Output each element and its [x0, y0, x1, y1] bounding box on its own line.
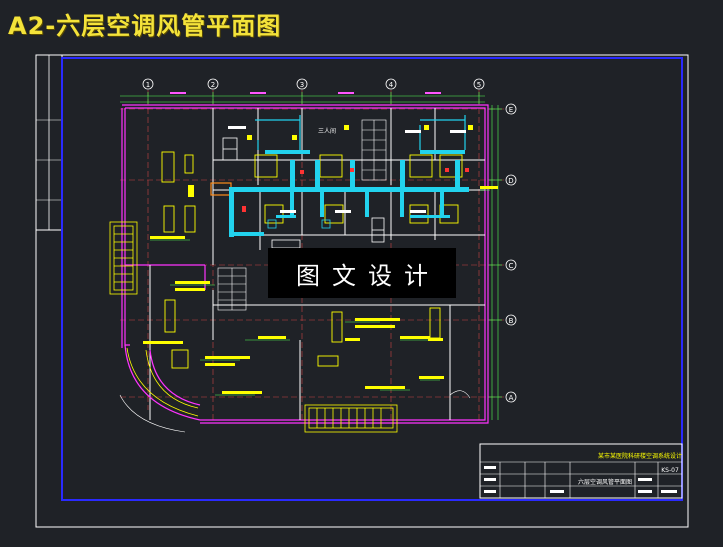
axis-label-A: A	[509, 394, 514, 402]
page-title: A2-六层空调风管平面图	[8, 12, 282, 40]
room-label-triple: 三人间	[318, 127, 336, 135]
exhaust-grilles	[267, 219, 331, 229]
watermark-banner: 图文设计	[268, 248, 456, 298]
axis-label-4: 4	[389, 81, 394, 89]
door-swing	[449, 390, 471, 399]
duct-dampers	[242, 168, 469, 212]
axis-label-B: B	[509, 317, 514, 325]
air-duct-branches	[255, 115, 466, 150]
sheet-outer-frame	[35, 54, 689, 528]
axis-label-1: 1	[146, 81, 150, 89]
axis-bubble-2: 2	[207, 78, 219, 90]
room-labels-small	[228, 126, 466, 213]
axis-bubble-4: 4	[385, 78, 397, 90]
axis-bubble-A: A	[505, 391, 517, 403]
curved-entrance	[124, 344, 201, 421]
axis-label-C: C	[509, 262, 514, 270]
title-block-drawing-name: 六层空调风管平面图	[578, 478, 632, 486]
annotation-texts	[143, 186, 498, 394]
axis-bubble-5: 5	[473, 78, 485, 90]
title-block-project: 某市某医院科研楼空调系统设计	[598, 452, 682, 460]
axis-label-D: D	[508, 177, 513, 185]
axis-label-2: 2	[211, 81, 215, 89]
axis-bubble-3: 3	[296, 78, 308, 90]
sheet-inner-frame	[61, 57, 683, 501]
axis-bubble-C: C	[505, 259, 517, 271]
outer-walls	[121, 104, 489, 424]
axis-bubble-E: E	[505, 103, 517, 115]
equipment-units	[222, 137, 385, 249]
right-dimension-lines	[488, 105, 502, 420]
title-block: 某市某医院科研楼空调系统设计 六层空调风管平面图 KS-07	[479, 443, 683, 499]
stairwell-north	[361, 119, 387, 181]
title-block-drawing-no: KS-07	[661, 467, 679, 474]
top-dimension-lines	[120, 92, 485, 104]
axis-bubble-D: D	[505, 174, 517, 186]
axis-label-3: 3	[300, 81, 304, 89]
axis-label-E: E	[509, 106, 513, 114]
curved-entrance-grille	[126, 347, 199, 417]
axis-label-5: 5	[477, 81, 481, 89]
axis-bubble-B: B	[505, 314, 517, 326]
stairwell-south	[217, 267, 247, 311]
air-handler	[210, 182, 232, 196]
annotation-leaders	[150, 189, 490, 396]
small-diffusers	[188, 125, 473, 197]
air-duct-main	[229, 150, 469, 237]
fan-coil-units	[161, 151, 463, 369]
south-louver	[304, 404, 398, 433]
west-louver	[109, 221, 138, 295]
axis-bubble-1: 1	[142, 78, 154, 90]
